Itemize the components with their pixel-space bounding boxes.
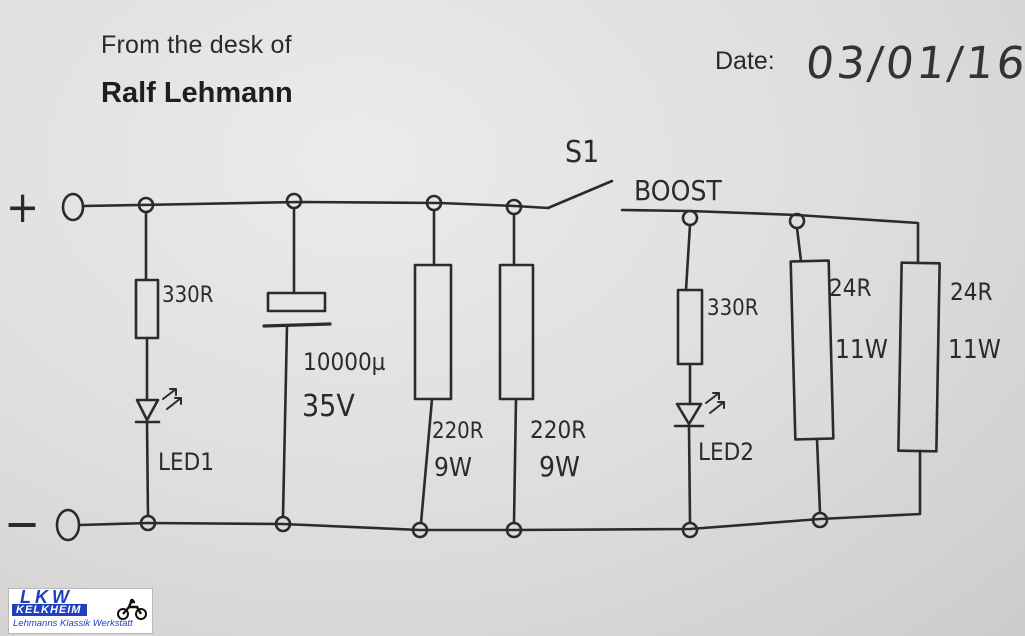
resistor-r6	[897, 261, 941, 453]
resistor-r3	[498, 263, 535, 401]
minus-terminal-label: −	[4, 496, 40, 552]
boost-rail	[620, 208, 920, 264]
capacitor-plate-bottom	[262, 322, 332, 328]
minus-terminal	[55, 508, 81, 542]
led1-symbol	[134, 398, 161, 424]
resistor-r2	[413, 263, 453, 401]
r3-power: 9W	[539, 450, 580, 483]
led2-label: LED2	[698, 438, 754, 466]
logo-subtitle: Lehmanns Klassik Werkstatt	[13, 618, 133, 629]
resistor-r5	[789, 259, 835, 441]
letterhead-name: Ralf Lehmann	[101, 77, 293, 109]
logo-lkw-text: LKW	[20, 587, 73, 607]
capacitor-value: 10000µ	[303, 348, 386, 376]
r3-value: 220R	[530, 416, 586, 444]
switch-label: S1	[565, 135, 599, 170]
date-label: Date:	[715, 47, 775, 75]
r5-power: 11W	[835, 335, 888, 365]
boost-label: BOOST	[634, 174, 722, 207]
letterhead-from: From the desk of	[101, 31, 292, 59]
r1-label: 330R	[162, 283, 214, 308]
r2-value: 220R	[432, 419, 484, 444]
logo-city-text: KELKHEIM	[12, 604, 88, 616]
led1-label: LED1	[158, 448, 214, 476]
plus-terminal-label: +	[6, 182, 39, 233]
r4-label: 330R	[707, 296, 759, 321]
workshop-logo: LKW KELKHEIM Lehmanns Klassik Werkstatt	[8, 587, 153, 634]
r5-value: 24R	[829, 274, 871, 302]
plus-terminal	[61, 192, 85, 222]
led2-emission-arrows	[705, 392, 725, 414]
capacitor-plate-top	[266, 291, 327, 313]
motorcycle-icon	[117, 598, 147, 620]
led2-symbol	[673, 402, 705, 428]
negative-rail	[78, 473, 922, 532]
junction-dots	[137, 192, 829, 539]
capacitor-voltage: 35V	[302, 389, 355, 424]
switch-s1	[546, 179, 614, 210]
led1-emission-arrows	[162, 388, 182, 410]
r6-value: 24R	[950, 278, 992, 306]
r6-power: 11W	[948, 335, 1001, 365]
resistor-r1	[134, 278, 160, 340]
r2-power: 9W	[434, 453, 472, 483]
resistor-r4	[676, 288, 704, 366]
